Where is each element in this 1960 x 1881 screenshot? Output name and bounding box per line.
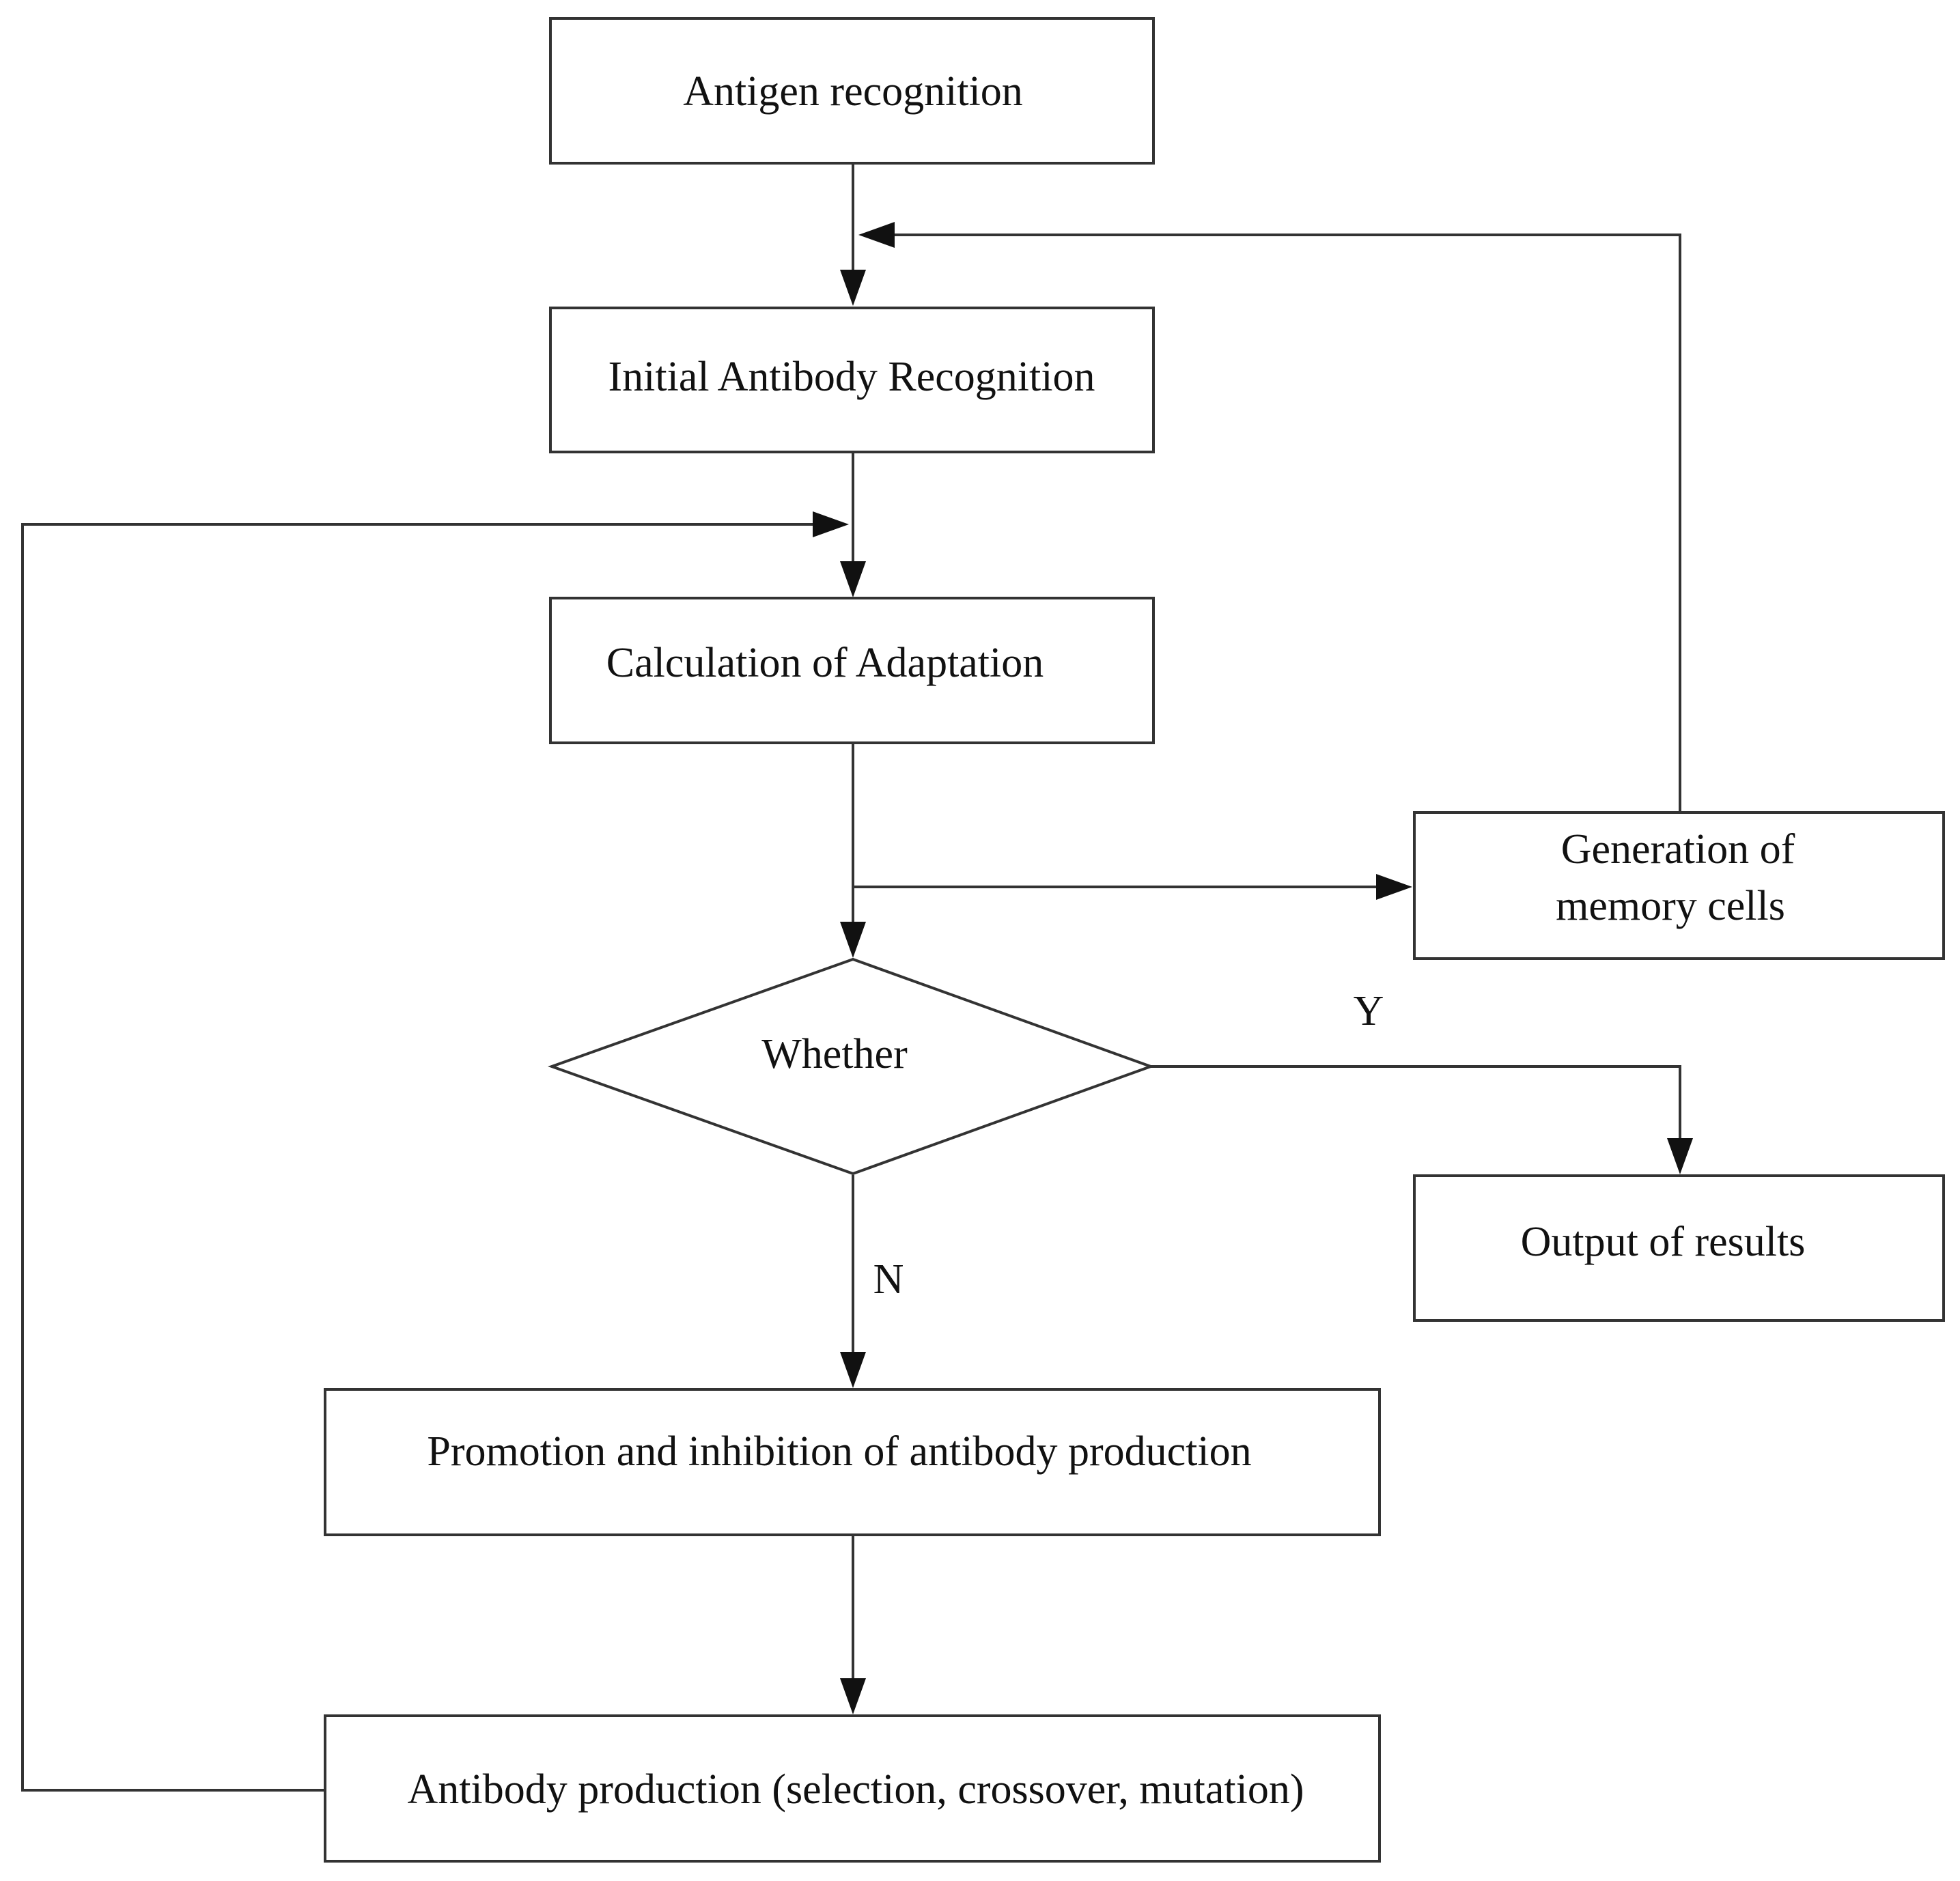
- calculation-of-adaptation-box: [549, 597, 1155, 744]
- connector-memory-feedback: [895, 234, 1681, 812]
- whether-decision-diamond: [548, 957, 1155, 1176]
- arrowhead-yes-branch: [1667, 1138, 1693, 1174]
- output-of-results-box: [1413, 1174, 1945, 1322]
- generation-of-memory-cells-label-line1: Generation of: [1561, 826, 1795, 873]
- antibody-production-box: [324, 1714, 1381, 1863]
- arrowhead-no-branch: [840, 1352, 866, 1388]
- arrowhead-promotion-to-production: [840, 1678, 866, 1714]
- initial-antibody-recognition-box: [549, 307, 1155, 453]
- antibody-production-label: Antibody production (selection, crossove…: [407, 1766, 1304, 1813]
- antigen-recognition-box: [549, 17, 1155, 165]
- connector-yes-branch: [1151, 1065, 1681, 1138]
- yes-branch-label: Y: [1354, 988, 1384, 1034]
- no-branch-label: N: [873, 1256, 904, 1303]
- whether-decision-label: Whether: [761, 1031, 908, 1077]
- arrowhead-memory-feedback: [858, 222, 895, 248]
- promotion-and-inhibition-box: [324, 1388, 1381, 1536]
- generation-of-memory-cells-label-line2: memory cells: [1556, 883, 1785, 929]
- initial-antibody-recognition-label: Initial Antibody Recognition: [608, 354, 1095, 400]
- arrowhead-to-memory-cells: [1376, 874, 1412, 900]
- generation-of-memory-cells-box: [1413, 811, 1945, 960]
- arrowhead-calculation-to-whether: [840, 922, 866, 958]
- arrowhead-antigen-to-initial: [840, 270, 866, 306]
- arrowhead-production-feedback: [813, 511, 849, 537]
- promotion-and-inhibition-label: Promotion and inhibition of antibody pro…: [427, 1428, 1251, 1475]
- arrowhead-initial-to-calculation: [840, 561, 866, 597]
- calculation-of-adaptation-label: Calculation of Adaptation: [606, 640, 1044, 686]
- connector-production-feedback: [21, 523, 813, 1792]
- output-of-results-label: Output of results: [1521, 1219, 1806, 1265]
- antigen-recognition-label: Antigen recognition: [683, 68, 1023, 115]
